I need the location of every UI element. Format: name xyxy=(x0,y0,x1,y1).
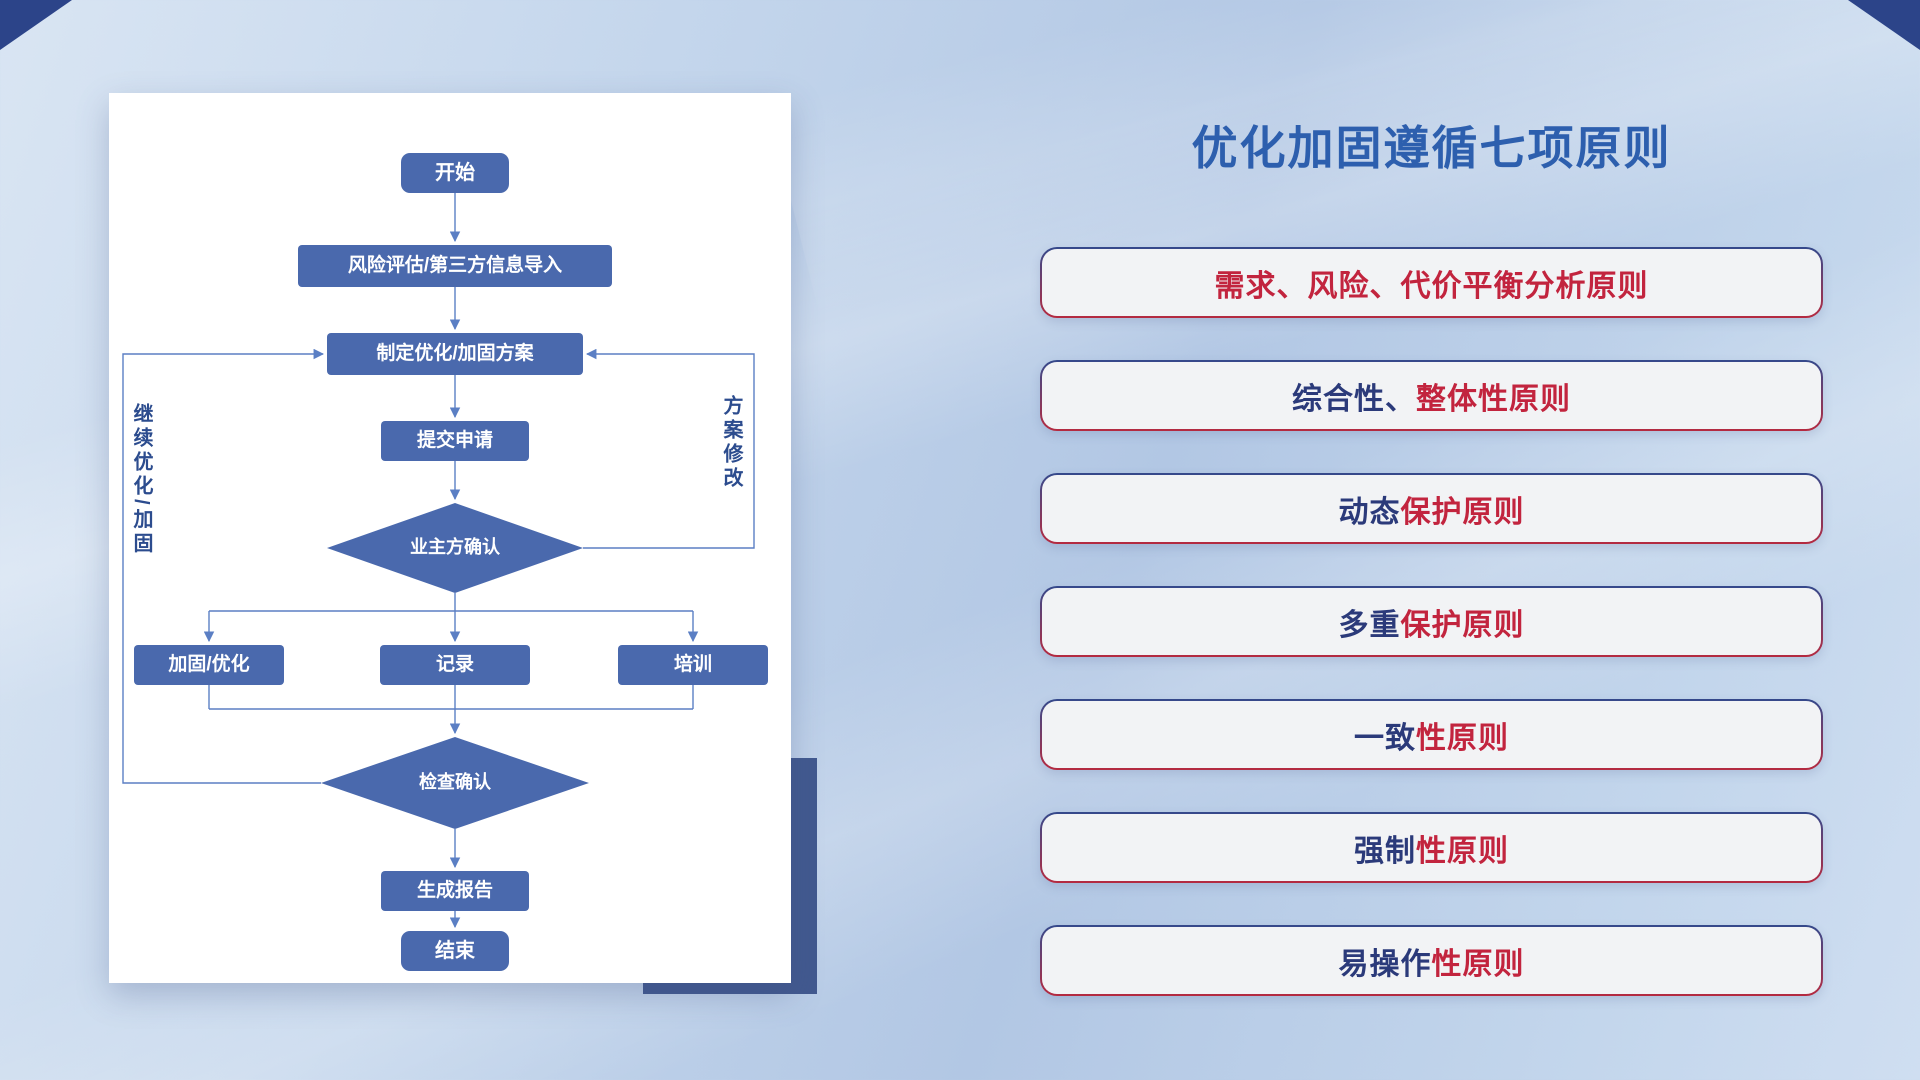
principle-text-navy: 动态 xyxy=(1338,495,1401,529)
flow-node-record: 记录 xyxy=(380,645,530,685)
flow-node-generate-report: 生成报告 xyxy=(381,871,529,911)
corner-triangle-top-right xyxy=(1848,0,1920,50)
principle-item-5: 一致性原则 xyxy=(1040,699,1823,770)
principle-text-red: 性原则 xyxy=(1431,947,1525,981)
flow-node-training: 培训 xyxy=(618,645,768,685)
principle-text-red: 性原则 xyxy=(1416,834,1509,868)
principle-item-4: 多重保护原则 xyxy=(1040,586,1823,657)
page-title: 优化加固遵循七项原则 xyxy=(1191,122,1672,174)
flow-node-make-plan: 制定优化/加固方案 xyxy=(327,333,583,375)
flow-node-risk-assessment: 风险评估/第三方信息导入 xyxy=(298,245,612,287)
flow-connectors-svg xyxy=(122,193,755,929)
principle-text-red: 保护原则 xyxy=(1400,495,1525,529)
principle-text-navy: 综合性、 xyxy=(1292,382,1416,416)
principle-item-1: 需求、风险、代价平衡分析原则 xyxy=(1040,247,1823,318)
flow-node-end: 结束 xyxy=(401,931,509,971)
principle-text-navy: 多重 xyxy=(1338,608,1401,642)
loop-label-plan-revision: 方案修改 xyxy=(717,395,746,491)
corner-triangle-top-left xyxy=(0,0,72,50)
principle-item-7: 易操作性原则 xyxy=(1040,925,1823,996)
principle-text-navy: 强制 xyxy=(1354,834,1416,868)
principle-item-2: 综合性、整体性原则 xyxy=(1040,360,1823,431)
loop-label-continue-optimize: 继续优化/加固 xyxy=(127,403,156,557)
flow-node-submit-request: 提交申请 xyxy=(381,421,529,461)
principle-text-red: 保护原则 xyxy=(1400,608,1525,642)
principle-text-red: 性原则 xyxy=(1416,721,1509,755)
principle-text-red: 需求、风险、代价平衡分析原则 xyxy=(1214,269,1649,303)
principle-item-3: 动态保护原则 xyxy=(1040,473,1823,544)
principle-text-red: 整体性原则 xyxy=(1416,382,1571,416)
principle-text-navy: 一致 xyxy=(1354,721,1416,755)
flow-node-harden-optimize: 加固/优化 xyxy=(134,645,284,685)
principle-text-navy: 易操作 xyxy=(1338,947,1432,981)
flowchart-card: 开始 风险评估/第三方信息导入 制定优化/加固方案 提交申请 业主方确认 加固/… xyxy=(109,93,791,983)
flow-node-start: 开始 xyxy=(401,153,509,193)
principle-item-6: 强制性原则 xyxy=(1040,812,1823,883)
principles-list: 需求、风险、代价平衡分析原则 综合性、整体性原则 动态保护原则 多重保护原则 一… xyxy=(1040,247,1823,1038)
